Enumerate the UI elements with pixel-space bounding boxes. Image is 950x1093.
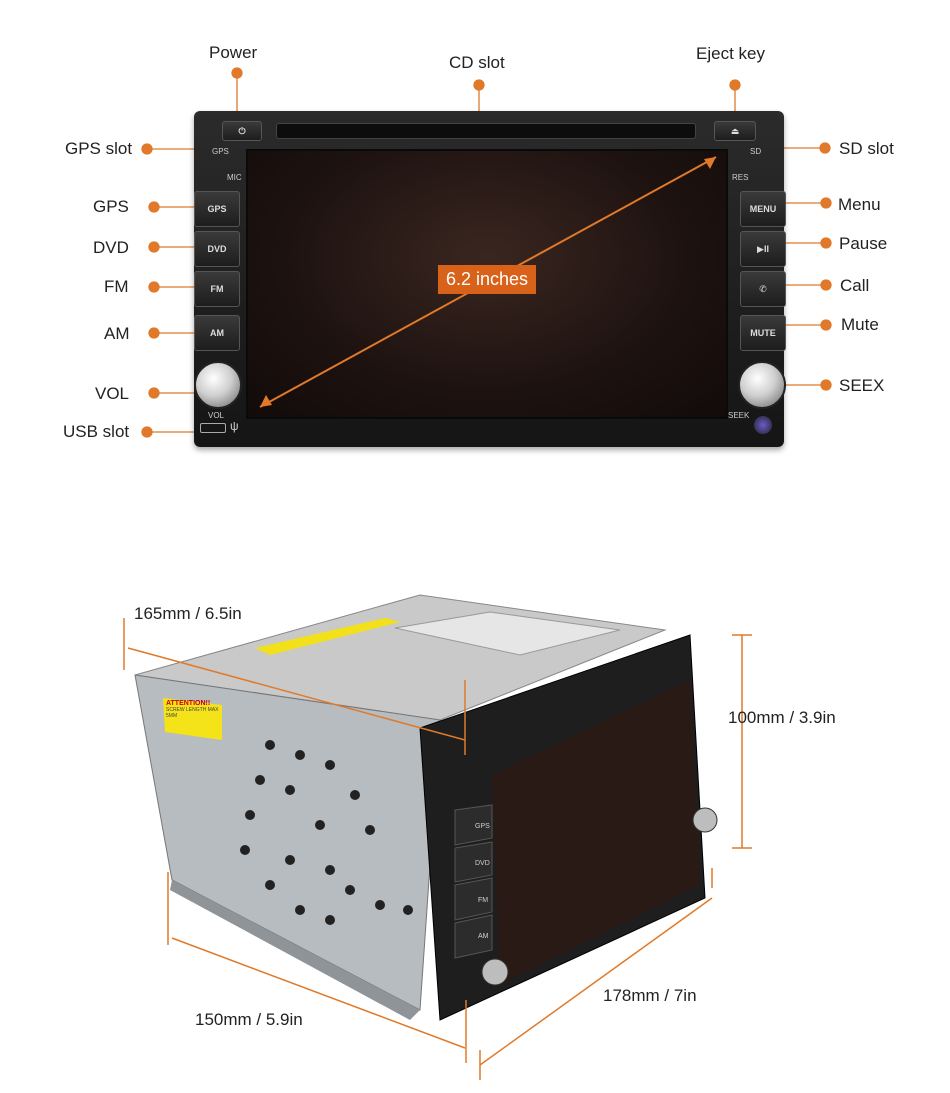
callout-lines — [141, 67, 832, 438]
callout-am: AM — [104, 324, 130, 343]
usb-icon: ψ — [230, 419, 239, 433]
power-icon[interactable]: ⏻ — [222, 121, 262, 141]
callout-mute: Mute — [841, 315, 879, 334]
sd-slot-label: SD — [750, 147, 762, 156]
side-am-label: AM — [478, 933, 489, 940]
callout-call: Call — [840, 276, 870, 295]
callout-sd-slot: SD slot — [839, 139, 894, 158]
dimension-depth-top: 165mm / 6.5in — [134, 604, 242, 623]
menu-button[interactable]: MENU — [740, 191, 786, 227]
side-gps-label: GPS — [475, 823, 490, 830]
fm-button[interactable]: FM — [194, 271, 240, 307]
gps-button[interactable]: GPS — [194, 191, 240, 227]
screw-length-text: SCREW LENGTH MAX — [166, 707, 219, 713]
remote-sensor — [754, 416, 772, 434]
callout-cd-slot: CD slot — [449, 53, 505, 72]
dvd-button[interactable]: DVD — [194, 231, 240, 267]
vol-label: VOL — [208, 411, 225, 420]
side-dvd-label: DVD — [475, 860, 490, 867]
attention-text: ATTENTION!! — [166, 700, 211, 707]
callout-menu: Menu — [838, 195, 881, 214]
dimension-height: 100mm / 3.9in — [728, 708, 836, 727]
side-fm-label: FM — [478, 897, 488, 904]
callout-seex: SEEX — [839, 376, 885, 395]
callout-power: Power — [209, 43, 258, 62]
seek-label: SEEK — [728, 411, 750, 420]
volume-knob[interactable] — [194, 361, 242, 409]
callout-pause: Pause — [839, 234, 888, 253]
dimension-width: 178mm / 7in — [603, 986, 697, 1005]
chassis-side-view: GPS DVD FM AM — [123, 594, 752, 1080]
screw-mm-text: 5MM — [166, 713, 178, 719]
callout-usb-slot: USB slot — [63, 422, 130, 441]
callout-eject-key: Eject key — [696, 44, 765, 63]
gps-slot-label: GPS — [212, 147, 229, 156]
res-label: RES — [732, 173, 749, 182]
dimension-depth-bottom: 150mm / 5.9in — [195, 1010, 303, 1029]
pause-button[interactable]: ▶II — [740, 231, 786, 267]
callout-gps-slot: GPS slot — [65, 139, 133, 158]
call-button[interactable]: ✆ — [740, 271, 786, 307]
mute-button[interactable]: MUTE — [740, 315, 786, 351]
screen-size-badge: 6.2 inches — [438, 265, 537, 294]
callout-dvd: DVD — [93, 238, 129, 257]
cd-slot — [276, 123, 696, 139]
callout-vol: VOL — [95, 384, 130, 403]
am-button[interactable]: AM — [194, 315, 240, 351]
callout-fm: FM — [104, 277, 129, 296]
mic-label: MIC — [227, 173, 242, 182]
usb-port[interactable] — [200, 423, 226, 433]
eject-icon[interactable]: ⏏ — [714, 121, 756, 141]
callout-gps: GPS — [93, 197, 129, 216]
seek-knob[interactable] — [738, 361, 786, 409]
